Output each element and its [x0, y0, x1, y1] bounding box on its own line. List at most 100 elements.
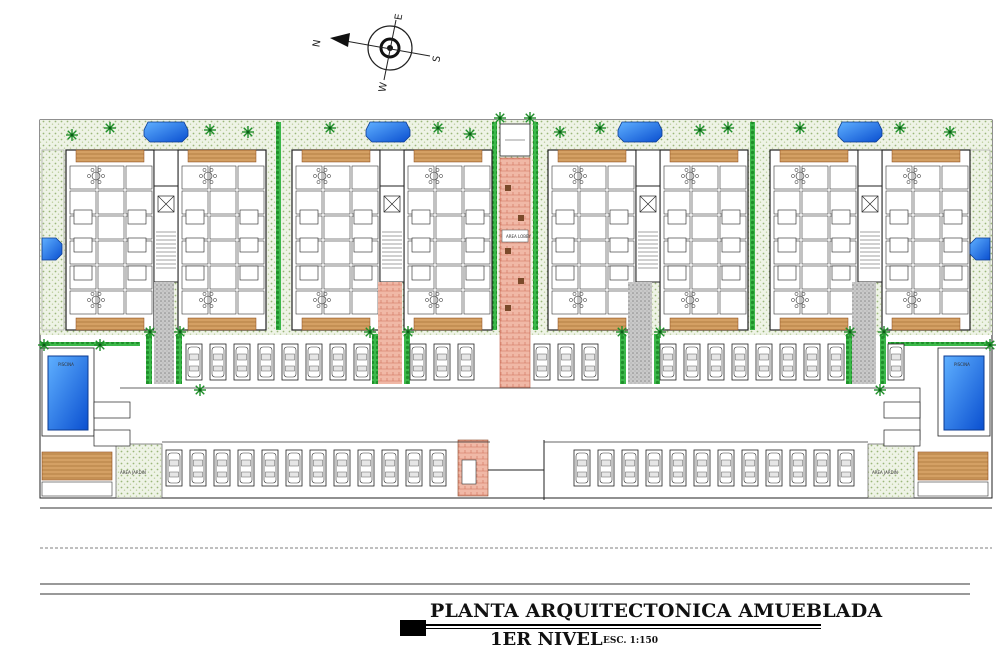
bed [411, 237, 431, 253]
terrace [413, 149, 483, 163]
east-pergola-deck [917, 451, 989, 481]
terrace [779, 317, 849, 331]
bed [667, 209, 687, 225]
palm-tree [194, 384, 206, 396]
drive-aisle-top [120, 387, 921, 441]
dining-table [685, 295, 695, 305]
parked-car [457, 343, 475, 381]
title-block: PLANTA ARQUITECTONICA AMUEBLADA 1ER NIVE… [400, 598, 882, 658]
palm-tree [38, 339, 50, 351]
west-pergola-deck [41, 451, 113, 481]
bed [185, 237, 205, 253]
parked-car [803, 343, 821, 381]
bed [555, 209, 575, 225]
dining-table [573, 295, 583, 305]
building-block [65, 149, 267, 331]
parked-car [827, 343, 845, 381]
lobby-label: AREA LOBBY [506, 234, 532, 239]
compass-west-label: W [377, 81, 390, 93]
palm-tree [66, 129, 78, 141]
palm-tree [104, 122, 116, 134]
hedge-rows [40, 122, 992, 384]
title-underline [426, 624, 821, 626]
drawing-scale: ESC. 1:150 [603, 636, 659, 646]
dining-table [429, 295, 439, 305]
apartment-wing [881, 149, 971, 331]
bed [777, 237, 797, 253]
stair-core [635, 149, 661, 283]
palm-tree [694, 124, 706, 136]
apartment-wing [547, 149, 637, 331]
terrace [779, 149, 849, 163]
parked-car [741, 449, 759, 487]
small-pool [969, 237, 991, 261]
dining-table [685, 171, 695, 181]
title-marker [400, 620, 426, 636]
bed [127, 237, 147, 253]
east-service-room [917, 481, 989, 497]
palm-tree [402, 326, 414, 338]
west-garden-box: AREA JARDIN [115, 443, 163, 499]
bed [609, 237, 629, 253]
building-block [769, 149, 971, 331]
dining-table [203, 295, 213, 305]
bed [127, 265, 147, 281]
parked-car [717, 449, 735, 487]
terrace [557, 317, 627, 331]
bed [239, 265, 259, 281]
small-pools [41, 121, 991, 261]
terrace [75, 317, 145, 331]
parked-car [573, 449, 591, 487]
dining-table [91, 171, 101, 181]
parked-car [237, 449, 255, 487]
parked-car [683, 343, 701, 381]
compass-south-label: S [431, 55, 443, 63]
terrace [557, 149, 627, 163]
bed [127, 209, 147, 225]
palm-tree [874, 384, 886, 396]
palm-tree [594, 122, 606, 134]
parked-car [357, 449, 375, 487]
parked-car [409, 343, 427, 381]
palm-tree [878, 326, 890, 338]
west-service-room [41, 481, 113, 497]
parked-car [789, 449, 807, 487]
bed [831, 237, 851, 253]
bed [239, 209, 259, 225]
terrace [891, 317, 961, 331]
parked-car [305, 343, 323, 381]
palm-tree [616, 326, 628, 338]
east-pool-label: PISCINA [954, 362, 970, 367]
small-pool [365, 121, 411, 143]
building-block [547, 149, 749, 331]
apartment-wing [403, 149, 493, 331]
palm-tree [654, 326, 666, 338]
palm-tree [432, 122, 444, 134]
bed [411, 265, 431, 281]
palm-tree [324, 122, 336, 134]
dining-table [795, 171, 805, 181]
parked-car [779, 343, 797, 381]
side-parking-bay [93, 401, 131, 419]
bed [943, 265, 963, 281]
parked-car [285, 449, 303, 487]
apartment-wing [65, 149, 155, 331]
bed [185, 209, 205, 225]
bed [353, 237, 373, 253]
apartment-wing [177, 149, 267, 331]
small-pool [837, 121, 883, 143]
terrace [413, 317, 483, 331]
apartment-buildings [65, 149, 971, 331]
elevator [639, 195, 657, 213]
parked-car [353, 343, 371, 381]
palm-tree [844, 326, 856, 338]
bed [609, 209, 629, 225]
north-arrow-compass: N E S W [311, 13, 443, 93]
bed [465, 237, 485, 253]
trees [38, 112, 996, 396]
bed [721, 265, 741, 281]
apartment-wing [291, 149, 381, 331]
side-parking-bay [883, 429, 921, 447]
terrace [891, 149, 961, 163]
parked-car [429, 449, 447, 487]
